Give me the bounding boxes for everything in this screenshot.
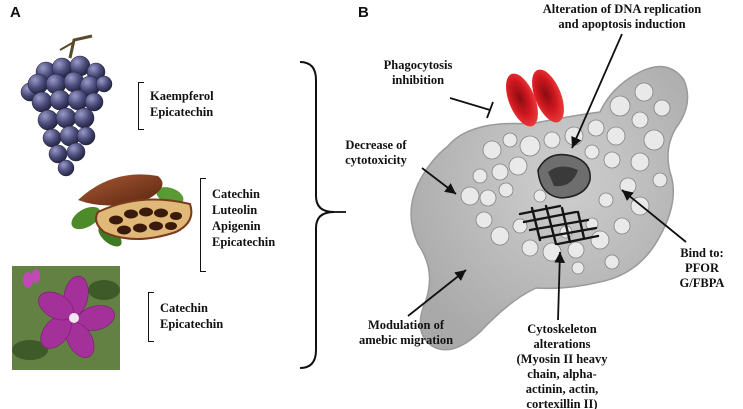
label-migration: Modulation of amebic migration xyxy=(358,318,454,347)
label-bind-to: Bind to: PFOR G/FBPA xyxy=(679,246,725,290)
compound-label: Catechin xyxy=(160,301,208,315)
bracket-cacao xyxy=(200,178,206,272)
compound-label: Kaempferol xyxy=(150,89,214,103)
compound-label: Epicatechin xyxy=(150,105,214,119)
grape-icon xyxy=(20,34,113,177)
red-blood-cells-icon xyxy=(506,69,564,127)
bracket-grape xyxy=(138,82,144,130)
label-phagocytosis: Phagocytosis inhibition xyxy=(383,58,453,87)
arrow-migration xyxy=(407,269,467,317)
arrow-dna xyxy=(571,33,623,149)
compound-list-geranium: Catechin Epicatechin xyxy=(160,300,223,332)
inhibition-connector xyxy=(449,97,494,119)
compound-label: Epicatechin xyxy=(160,317,224,331)
arrow-cytotoxicity xyxy=(421,167,457,195)
compound-label: Catechin xyxy=(212,187,260,201)
compound-list-cacao: Catechin Luteolin Apigenin Epicatechin xyxy=(212,186,275,250)
curly-brace xyxy=(299,61,335,369)
compound-label: Epicatechin xyxy=(212,235,276,249)
geranium-flower-icon xyxy=(12,266,120,370)
panel-label-b: B xyxy=(358,4,369,21)
cacao-icon xyxy=(71,174,193,247)
label-cytotoxicity: Decrease of cytotoxicity xyxy=(345,138,407,167)
label-dna-replication: Alteration of DNA replication and apopto… xyxy=(542,2,702,31)
arrow-bind xyxy=(621,189,687,243)
compound-label: Apigenin xyxy=(212,219,261,233)
arrow-cytoskeleton xyxy=(554,251,566,321)
panel-label-a: A xyxy=(10,4,21,21)
label-cytoskeleton: Cytoskeleton alterations (Myosin II heav… xyxy=(516,322,608,409)
compound-label: Luteolin xyxy=(212,203,258,217)
compound-list-grape: Kaempferol Epicatechin xyxy=(150,88,214,120)
bracket-geranium xyxy=(148,292,154,342)
